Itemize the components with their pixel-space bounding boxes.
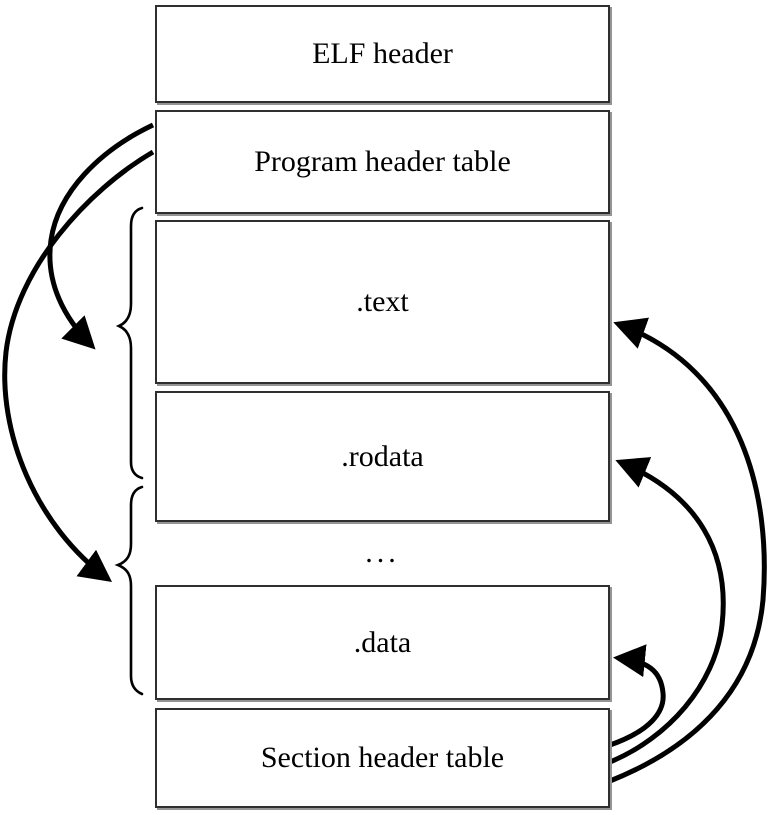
segment-brace-text-rodata-icon bbox=[115, 206, 144, 480]
box-text-section-label: .text bbox=[356, 285, 409, 318]
box-program-header-table: Program header table bbox=[155, 110, 610, 214]
box-rodata-section: .rodata bbox=[155, 391, 610, 522]
box-data-section: .data bbox=[155, 585, 610, 700]
box-rodata-section-label: .rodata bbox=[341, 439, 424, 473]
arrow-section-header-to-data bbox=[609, 644, 666, 748]
box-program-header-table-label: Program header table bbox=[254, 145, 511, 178]
more-sections-ellipsis: ... bbox=[365, 536, 400, 569]
arrow-section-header-to-text bbox=[609, 317, 767, 784]
arrow-program-header-to-segment1 bbox=[47, 122, 155, 350]
box-text-section: .text bbox=[155, 220, 610, 384]
box-section-header-table: Section header table bbox=[155, 708, 610, 808]
box-elf-header: ELF header bbox=[155, 5, 610, 103]
arrow-program-header-to-segment2 bbox=[2, 149, 155, 582]
box-section-header-table-label: Section header table bbox=[260, 741, 505, 774]
box-data-section-label: .data bbox=[353, 625, 412, 659]
segment-brace-dots-data-icon bbox=[114, 485, 144, 696]
box-elf-header-label: ELF header bbox=[312, 37, 453, 70]
arrow-section-header-to-rodata bbox=[609, 457, 726, 765]
